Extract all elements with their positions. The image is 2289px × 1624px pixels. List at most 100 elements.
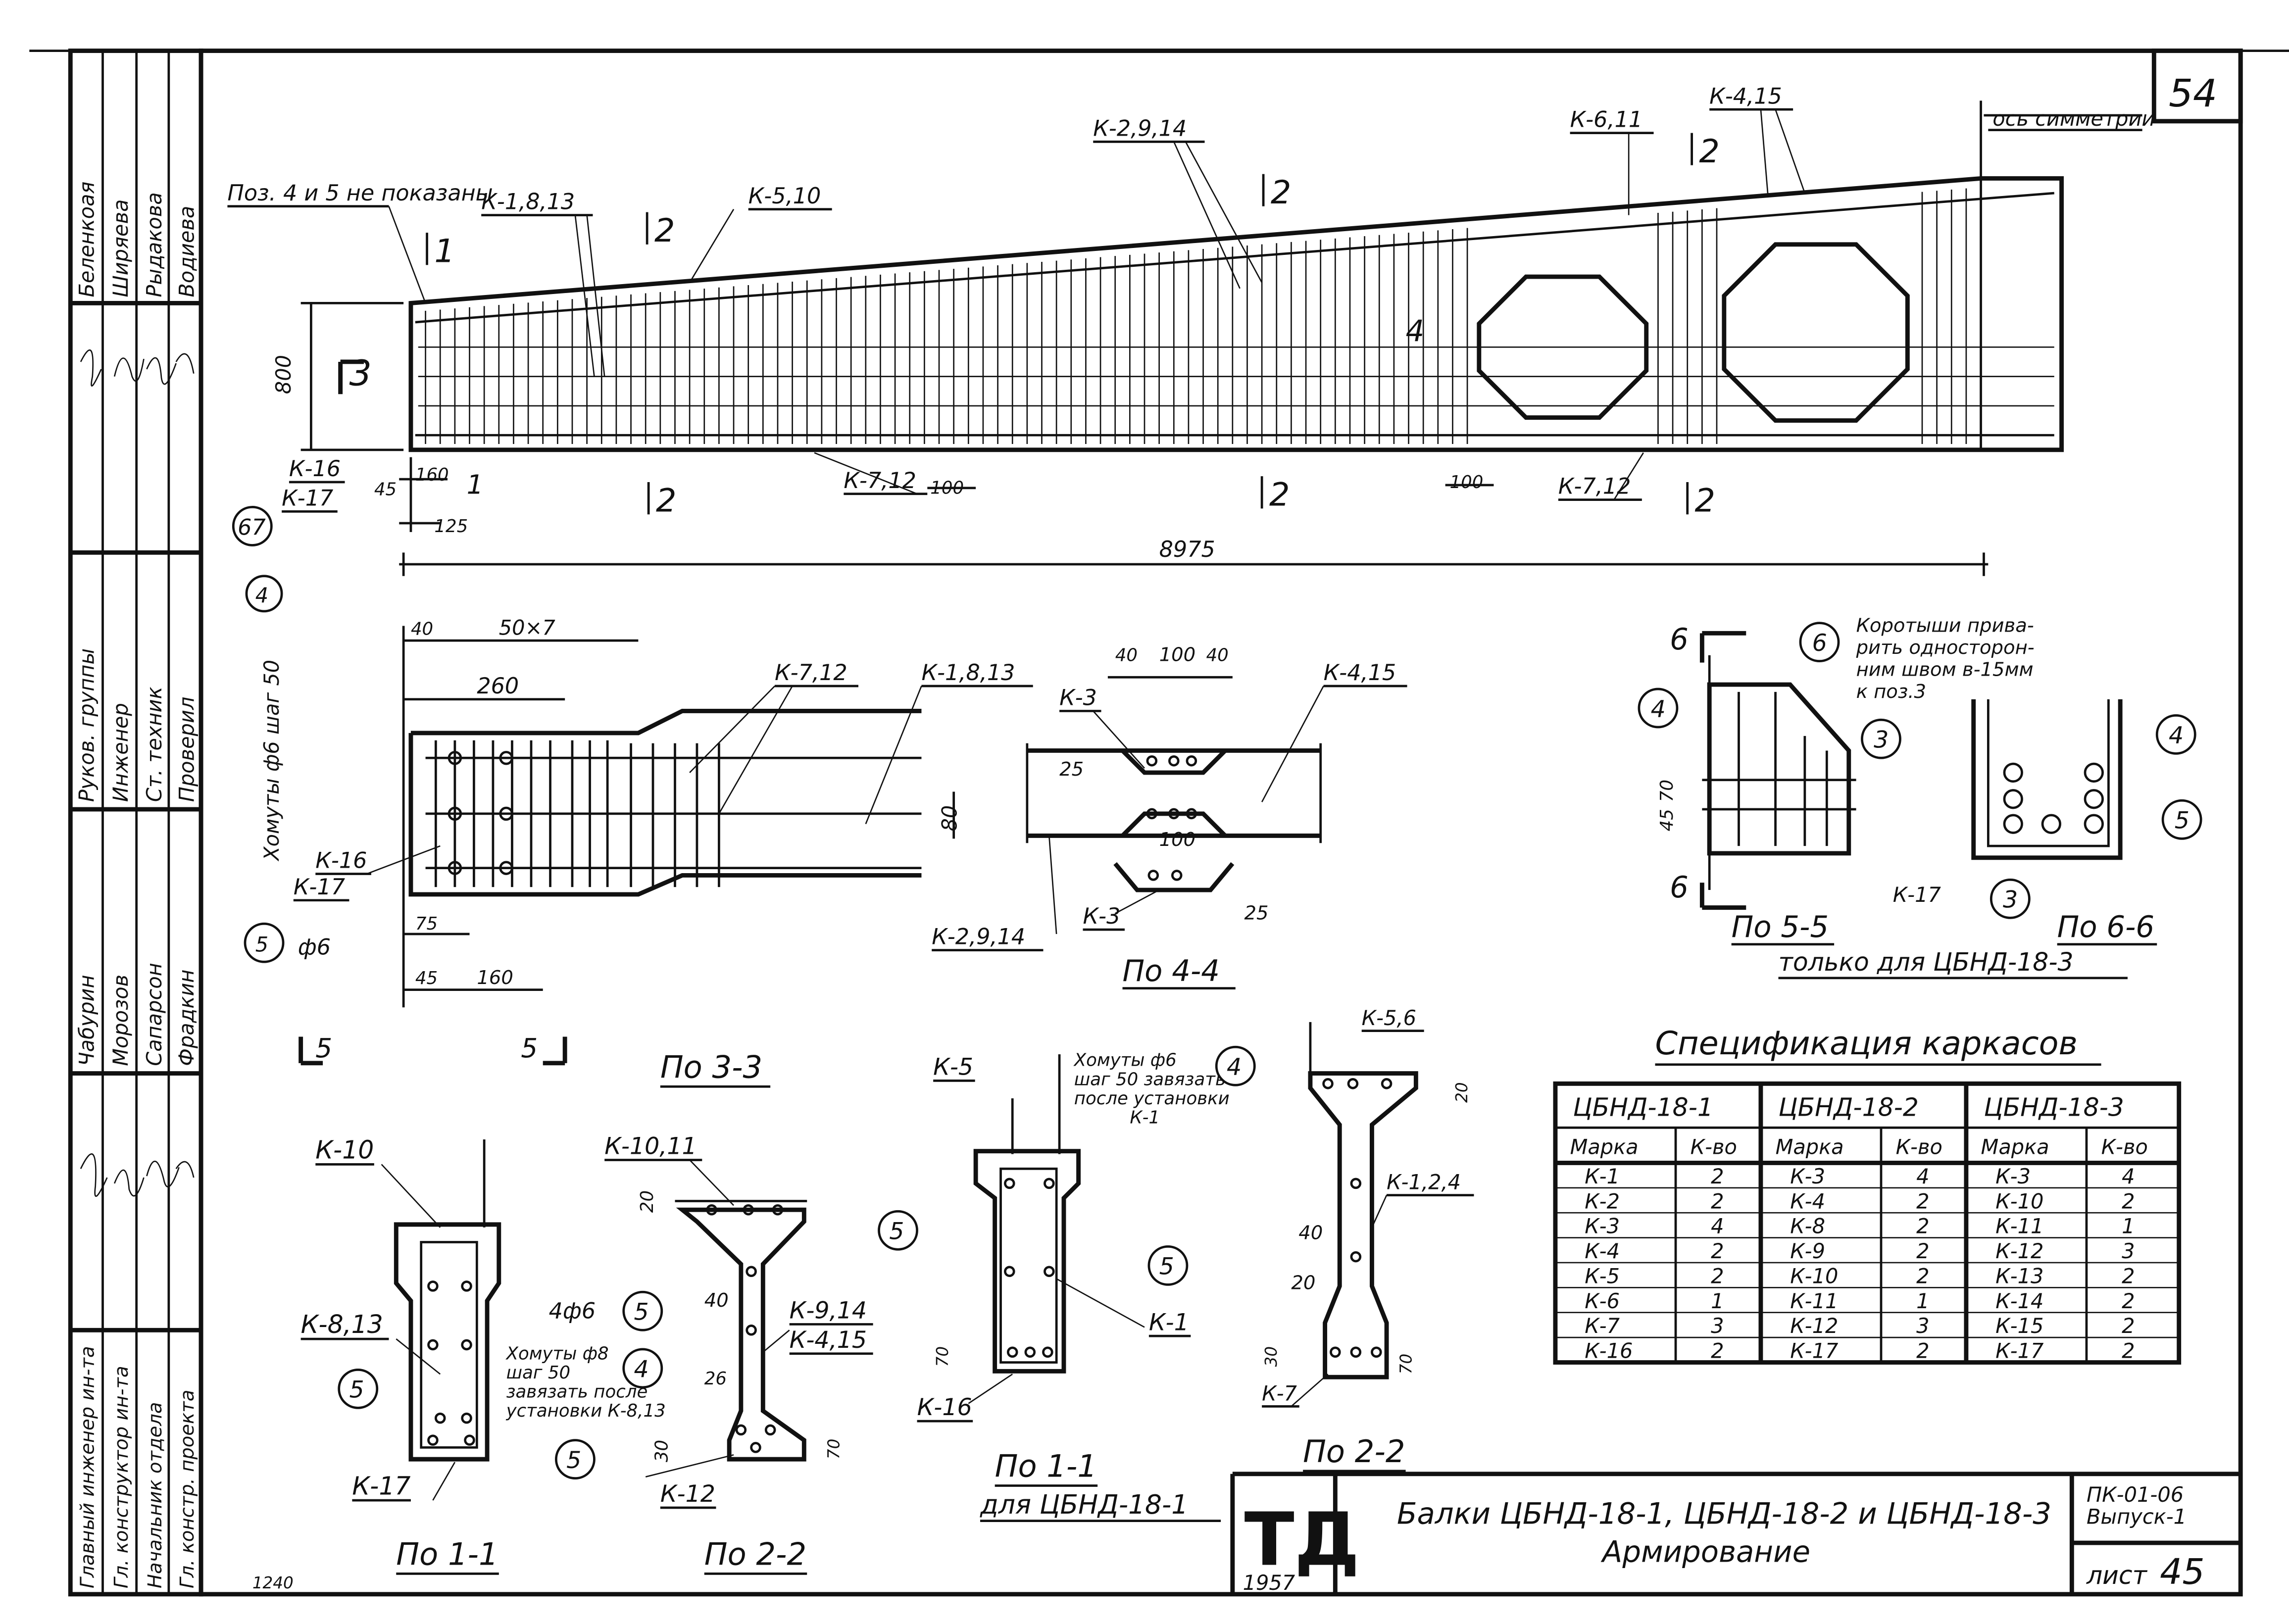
section-5-5-title: По 5-5 xyxy=(1732,910,1829,944)
section-5-5-callout: К-17 xyxy=(1893,883,1941,907)
plan-circle-4: 4 xyxy=(255,583,268,607)
spec-cell: 2 xyxy=(2122,1339,2135,1363)
axis-symmetry-label: ось симметрии xyxy=(1992,106,2155,131)
spec-title: Спецификация каркасов xyxy=(1655,1025,2078,1062)
elevation-dim: 100 xyxy=(1450,472,1484,492)
section-5-5-mark: 5 xyxy=(2175,807,2189,835)
spec-col-mark: Марка xyxy=(1776,1135,1844,1159)
spec-cell: 4 xyxy=(1916,1164,1929,1188)
stamp-name: Водиева xyxy=(174,206,199,297)
spec-cell: 2 xyxy=(1916,1214,1929,1238)
stamp-position: Инженер xyxy=(108,703,133,802)
spec-cell: К-13 xyxy=(1995,1264,2043,1288)
plan-dim: 45 xyxy=(415,968,438,988)
spec-cell: К-4 xyxy=(1585,1239,1620,1263)
section-mark: 2 xyxy=(654,212,675,249)
sheet-number: 54 xyxy=(2169,71,2217,116)
section-5-5-subtitle: только для ЦБНД-18-3 xyxy=(1778,947,2073,977)
section-1-1-callout: К-17 xyxy=(352,1471,410,1500)
plan-phi6: ф6 xyxy=(298,935,331,960)
spec-cell: К-9 xyxy=(1790,1239,1825,1263)
sheet-no: 45 xyxy=(2160,1551,2205,1592)
plan-stirrups xyxy=(434,740,720,887)
title-year: 1957 xyxy=(1243,1571,1295,1595)
section-4-4-dim: 25 xyxy=(1244,902,1269,924)
section-5-5-dim-70: 70 xyxy=(1657,780,1677,802)
spec-cell: 2 xyxy=(1711,1264,1724,1288)
plan-dim: 80 xyxy=(938,805,962,832)
plan-dim: 160 xyxy=(477,967,513,989)
elevation-callout: К-2,9,14 xyxy=(1093,116,1187,142)
spec-cell: 2 xyxy=(1916,1339,1929,1363)
spec-cell: К-15 xyxy=(1995,1314,2043,1338)
plan-dim: 40 xyxy=(411,619,433,639)
elevation-callout: К-16 xyxy=(289,456,341,482)
section-2-2-dim: 20 xyxy=(1452,1082,1471,1102)
elevation-callout: К-7,12 xyxy=(1558,474,1631,499)
spec-col-mark: Марка xyxy=(1570,1135,1639,1159)
section-5-5-note: Коротыши прива-рить односторон-ним швом … xyxy=(1856,614,2035,702)
elevation-dimensions xyxy=(300,302,1989,576)
section-2-2-callout: К-5,6 xyxy=(1362,1006,1416,1030)
spec-cell: К-16 xyxy=(1585,1339,1633,1363)
spec-cell: 2 xyxy=(1711,1239,1724,1263)
spec-cell: К-3 xyxy=(1585,1214,1620,1238)
section-1-1-mid-callout: К-1 xyxy=(1149,1309,1189,1336)
section-3-3-title: По 3-3 xyxy=(660,1049,762,1085)
cut-marks-5 xyxy=(299,1036,567,1066)
elevation-dim: 125 xyxy=(434,516,468,537)
spec-cell: К-3 xyxy=(1790,1164,1825,1188)
stamp-name: Морозов xyxy=(108,975,133,1066)
title-line2: Армирование xyxy=(1600,1535,1810,1569)
section-5-5-mark: 3 xyxy=(2003,886,2018,914)
section-mark: 1 xyxy=(434,232,454,270)
stamp-name: Рыдакова xyxy=(142,192,166,297)
spec-cell: 2 xyxy=(2122,1264,2135,1288)
section-4-4-callout: К-4,15 xyxy=(1324,660,1396,686)
section-4-4-callout: К-3 xyxy=(1059,686,1097,711)
section-5-5-mark: 6 xyxy=(1812,630,1827,657)
section-4-4-callout: К-2,9,14 xyxy=(932,925,1025,950)
spec-cell: К-12 xyxy=(1995,1239,2043,1263)
section-3-3-dim: 26 xyxy=(704,1369,727,1389)
section-3-3-callout: К-9,14 xyxy=(790,1297,867,1325)
elevation-callout: К-4,15 xyxy=(1709,84,1782,109)
section-2-2-callout: К-1,2,4 xyxy=(1387,1170,1461,1194)
cut-mark-5-b: 5 xyxy=(521,1033,538,1064)
plan-dim: 75 xyxy=(415,914,438,934)
section-1-1-bars: 4ф6 xyxy=(549,1299,596,1324)
section-mark: 4 xyxy=(1406,314,1425,348)
section-mark: 2 xyxy=(1271,174,1291,211)
stamp-name: Чабурин xyxy=(75,975,99,1066)
spec-cell: К-14 xyxy=(1995,1289,2043,1313)
section-4-4-title: По 4-4 xyxy=(1123,954,1220,988)
section-mark: 2 xyxy=(1695,482,1715,519)
stamp-position: Проверил xyxy=(174,697,199,802)
section-1-1-mark: 4 xyxy=(634,1356,648,1383)
spec-cell: К-8 xyxy=(1790,1214,1825,1238)
section-4-4-dim: 100 xyxy=(1159,829,1196,851)
spec-cell: К-2 xyxy=(1585,1189,1620,1213)
stamp-role: Главный инженер ин-та xyxy=(77,1346,99,1588)
section-mark: 2 xyxy=(1699,133,1719,170)
spec-cell: К-7 xyxy=(1585,1314,1620,1338)
spec-cell: К-17 xyxy=(1995,1339,2044,1363)
logo-td: ТД xyxy=(1244,1497,1360,1582)
stamp-role: Гл. констр. проекта xyxy=(176,1390,199,1588)
section-3-3-callout: К-10,11 xyxy=(604,1133,697,1160)
elevation-callout: К-1,8,13 xyxy=(481,190,575,215)
section-1-1-mid-subtitle: для ЦБНД-18-1 xyxy=(980,1489,1188,1520)
length-dim: 8975 xyxy=(1159,537,1215,562)
plan-callout: К-17 xyxy=(294,875,345,900)
section-4-4 xyxy=(1026,676,1322,892)
spec-cell: К-4 xyxy=(1790,1189,1825,1213)
elevation-callout: К-17 xyxy=(282,486,333,511)
section-3-3-dim: 70 xyxy=(824,1439,843,1459)
spec-group-header: ЦБНД-18-2 xyxy=(1778,1093,1918,1122)
